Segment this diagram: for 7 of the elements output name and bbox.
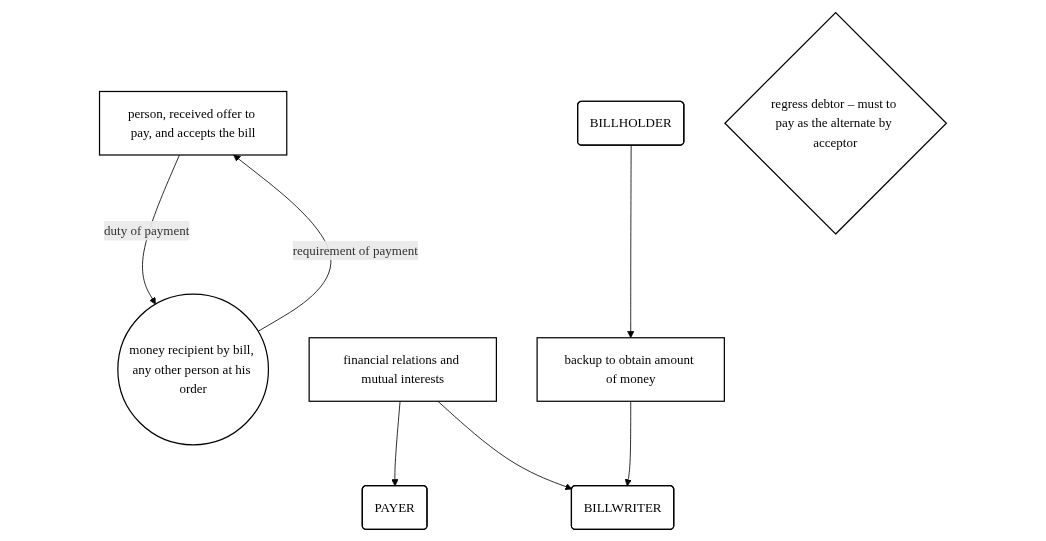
edge-label: duty of payment: [104, 223, 190, 237]
node-circle: money recipient by bill, any other person at his order: [117, 293, 270, 445]
node-diamond: regress debtor – must to pay as the alternate by acceptor: [724, 11, 948, 235]
node-box: financial relations and mutual interests: [308, 336, 498, 402]
node-box: backup to obtain amount of money: [536, 336, 725, 402]
node-box: person, received offer to pay, and accepts the bill: [98, 90, 288, 156]
edge-label: requirement of payment: [292, 242, 418, 257]
